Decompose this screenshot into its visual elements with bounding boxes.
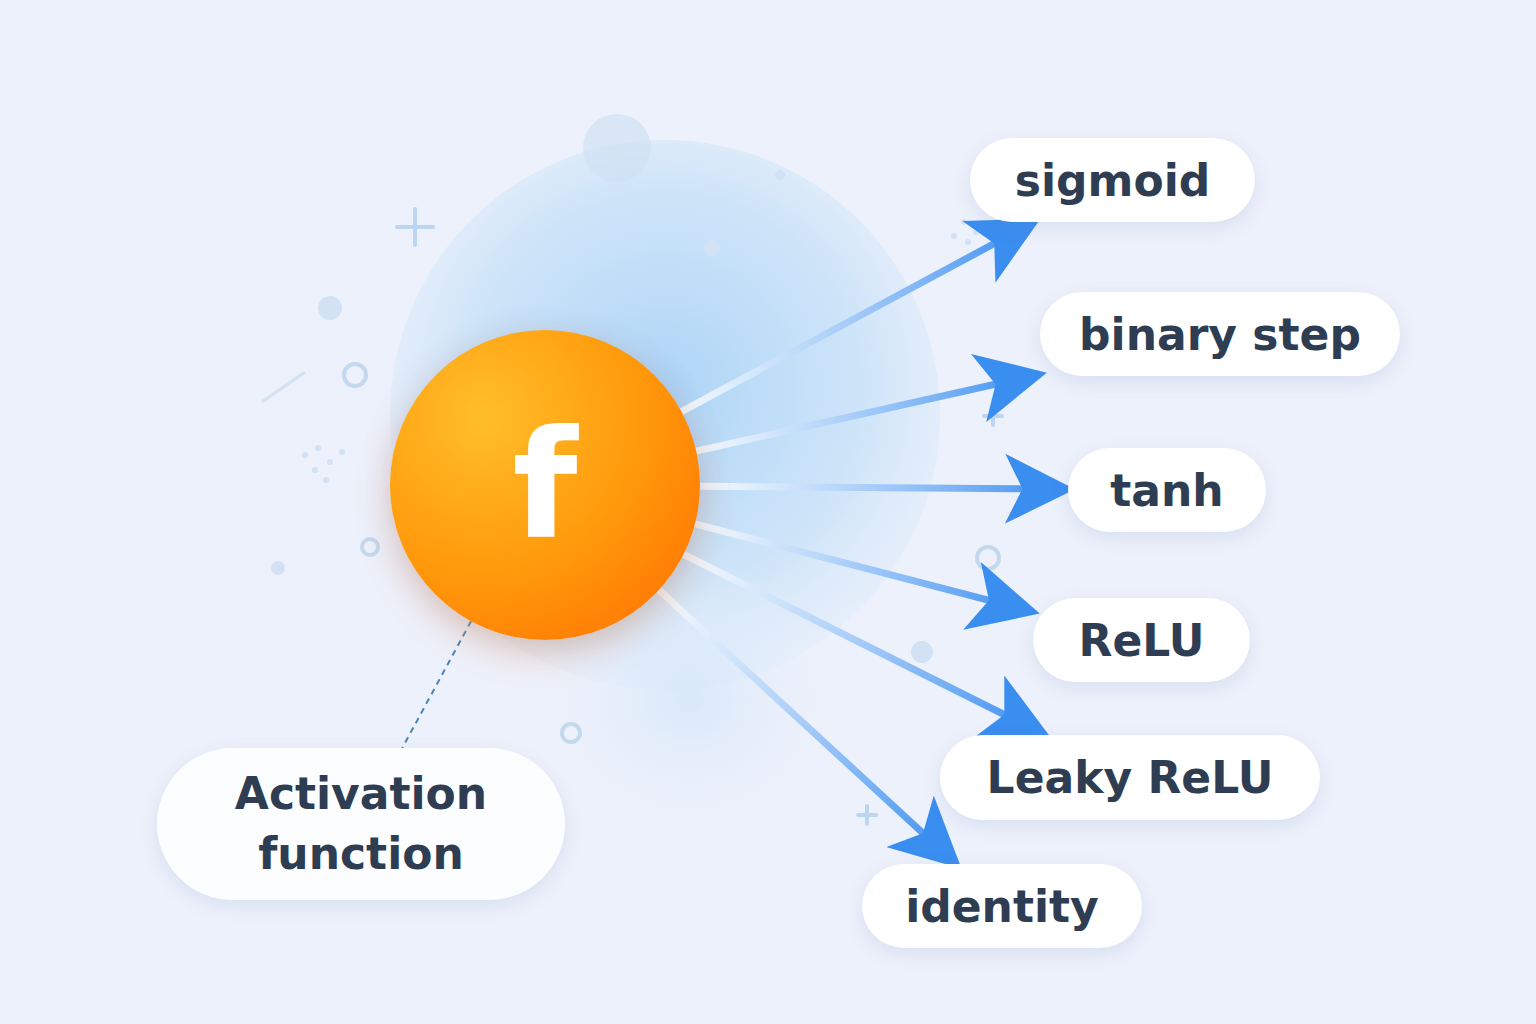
node-label: binary step bbox=[1079, 309, 1361, 360]
node-label: Leaky ReLU bbox=[987, 752, 1274, 803]
arrow-connector bbox=[696, 374, 1040, 451]
arrow-connector bbox=[695, 524, 1033, 612]
deco-stroke bbox=[262, 372, 305, 402]
node-label: sigmoid bbox=[1015, 155, 1210, 206]
title-pill: Activation function bbox=[157, 748, 565, 900]
node-label: tanh bbox=[1110, 465, 1223, 516]
function-pill: sigmoid bbox=[970, 138, 1255, 222]
function-pill: tanh bbox=[1068, 448, 1266, 532]
node-label: identity bbox=[905, 881, 1099, 932]
node-label: ReLU bbox=[1079, 615, 1205, 666]
node-label: Activation function bbox=[211, 764, 511, 884]
deco-dot bbox=[583, 114, 651, 182]
function-symbol: f bbox=[512, 410, 577, 560]
function-pill: Leaky ReLU bbox=[940, 735, 1320, 820]
arrow-connector bbox=[700, 486, 1068, 489]
arrow-connector bbox=[682, 222, 1035, 412]
function-circle: f bbox=[390, 330, 700, 640]
function-pill: binary step bbox=[1040, 292, 1400, 376]
leader-line bbox=[402, 621, 471, 748]
arrow-connector bbox=[684, 554, 1045, 735]
deco-dots bbox=[271, 170, 979, 663]
function-pill: identity bbox=[862, 864, 1142, 948]
arrow-connector bbox=[659, 590, 956, 864]
function-pill: ReLU bbox=[1033, 598, 1250, 682]
